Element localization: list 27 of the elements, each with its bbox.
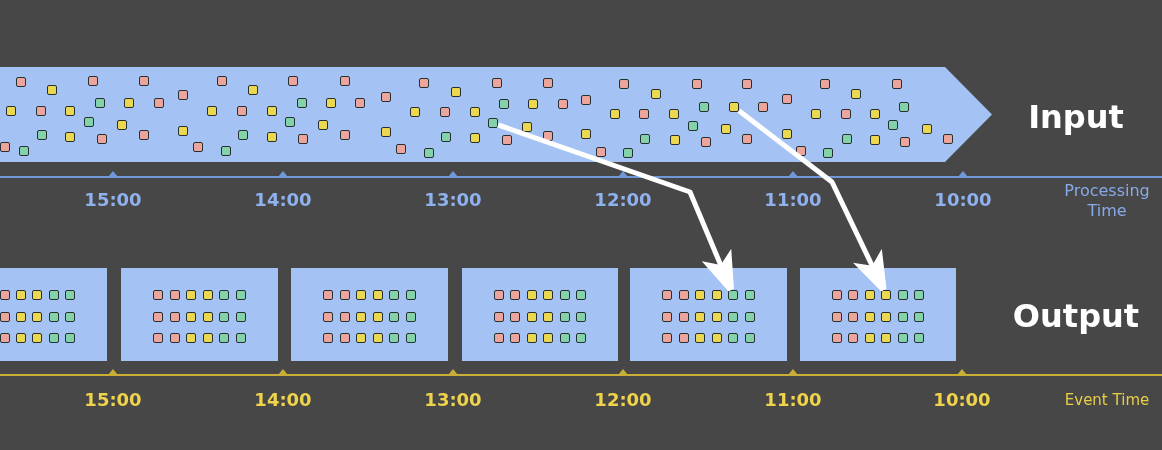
tick-label: 15:00 — [84, 388, 142, 412]
window-box — [0, 268, 107, 361]
tick-label: 10:00 — [933, 388, 991, 412]
square-icon — [728, 290, 739, 300]
axis-title: Processing Time — [1063, 181, 1151, 221]
row-heading: Output — [1012, 296, 1140, 336]
window-box — [800, 268, 956, 361]
tick-label: 13:00 — [424, 388, 482, 412]
square-icon — [729, 102, 739, 112]
tick-label: 10:00 — [934, 188, 992, 212]
tick-label: 13:00 — [424, 188, 482, 212]
square-icon — [488, 118, 498, 128]
window-box — [630, 268, 787, 361]
axis-title: Event Time — [1064, 390, 1150, 410]
window-box — [121, 268, 278, 361]
tick-label: 14:00 — [254, 188, 312, 212]
tick-label: 11:00 — [764, 388, 822, 412]
tick-label: 11:00 — [764, 188, 822, 212]
square-icon — [881, 290, 892, 300]
tick-label: 12:00 — [594, 388, 652, 412]
window-box — [291, 268, 448, 361]
tick-label: 12:00 — [594, 188, 652, 212]
tick-label: 15:00 — [84, 188, 142, 212]
tick-label: 14:00 — [254, 388, 312, 412]
row-heading: Input — [1028, 97, 1124, 137]
input-band — [0, 67, 992, 162]
window-box — [462, 268, 618, 361]
